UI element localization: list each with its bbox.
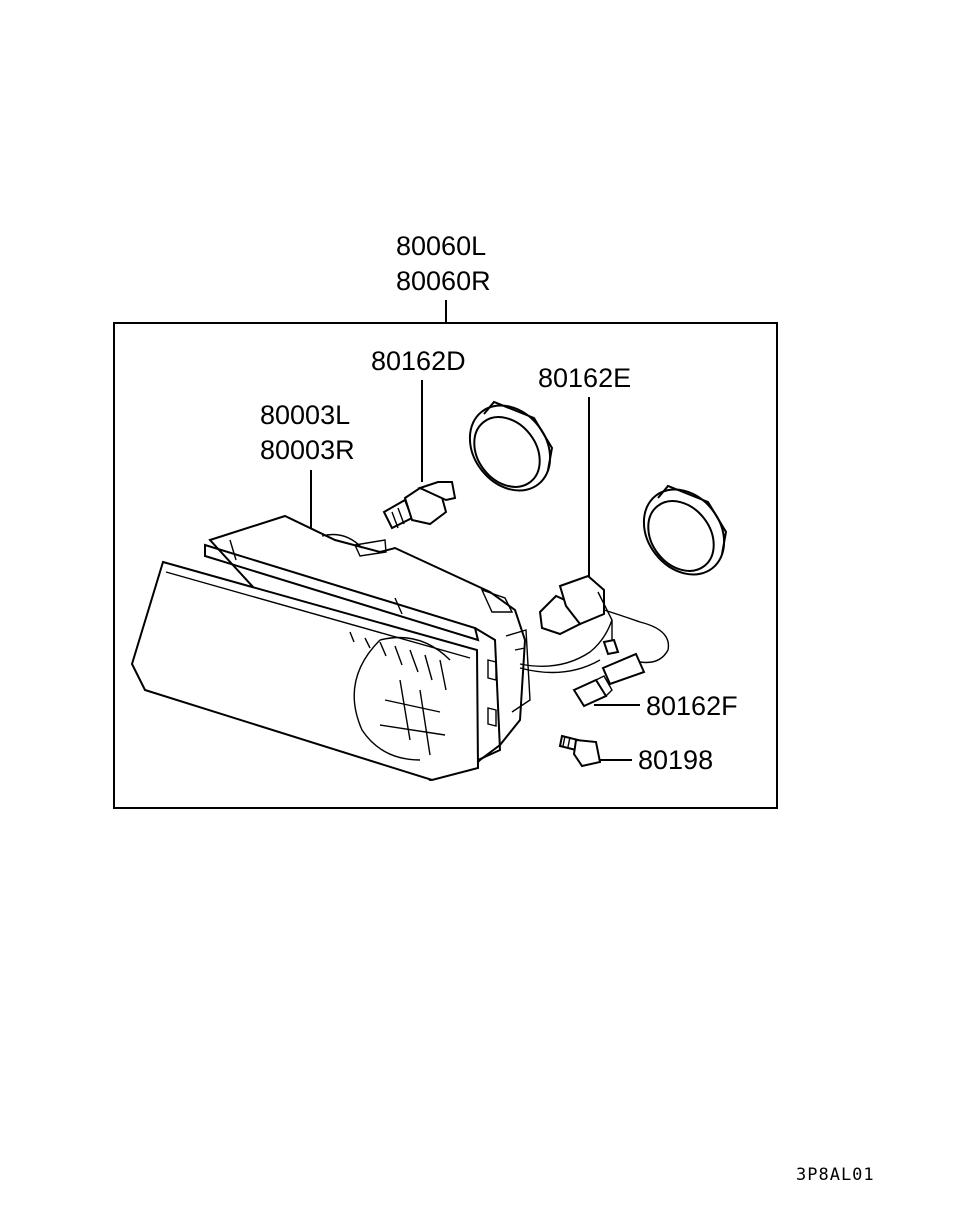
bulb-d-drawing — [382, 481, 457, 530]
screw-label: 80198 — [638, 745, 713, 775]
housing-label-right: 80003R — [260, 435, 355, 465]
bulb-e-label: 80162E — [538, 363, 631, 393]
bulb-d-label: 80162D — [371, 346, 466, 376]
drawing-code: 3P8AL01 — [796, 1165, 875, 1185]
headlamp-housing-drawing — [130, 514, 531, 782]
bulb-f-drawing — [572, 675, 613, 708]
assembly-label-left: 80060L — [396, 231, 486, 261]
bulb-e-drawing — [519, 574, 670, 686]
assembly-label-right: 80060R — [396, 266, 491, 296]
bulb-f-label: 80162F — [646, 691, 738, 721]
housing-label-left: 80003L — [260, 400, 350, 430]
assembly-frame — [113, 322, 778, 809]
screw-drawing — [558, 734, 602, 768]
seal-ring-lower — [642, 484, 728, 576]
seal-ring-upper — [468, 400, 554, 492]
